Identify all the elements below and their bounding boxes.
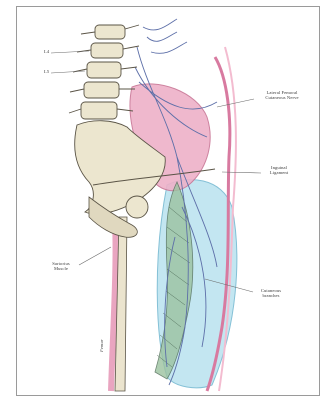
label-sartorius-muscle: Sartorius Muscle	[43, 261, 79, 272]
label-femur: Femur	[99, 339, 104, 352]
medial-thigh-strip	[111, 222, 116, 391]
label-l4: L4	[44, 49, 49, 54]
label-lateral-femoral-cutaneous-nerve: Lateral Femoral Cutaneous Nerve	[254, 90, 310, 101]
illustration-frame: L4 L5 Lateral Femoral Cutaneous Nerve In…	[16, 6, 320, 396]
label-l5: L5	[44, 69, 49, 74]
hip-thigh-anatomy-illustration	[17, 7, 321, 397]
label-cutaneous-branches: Cutaneous branches	[249, 288, 293, 299]
lumbar-spine	[69, 25, 139, 119]
label-inguinal-ligament: Inguinal Ligament	[259, 165, 299, 176]
